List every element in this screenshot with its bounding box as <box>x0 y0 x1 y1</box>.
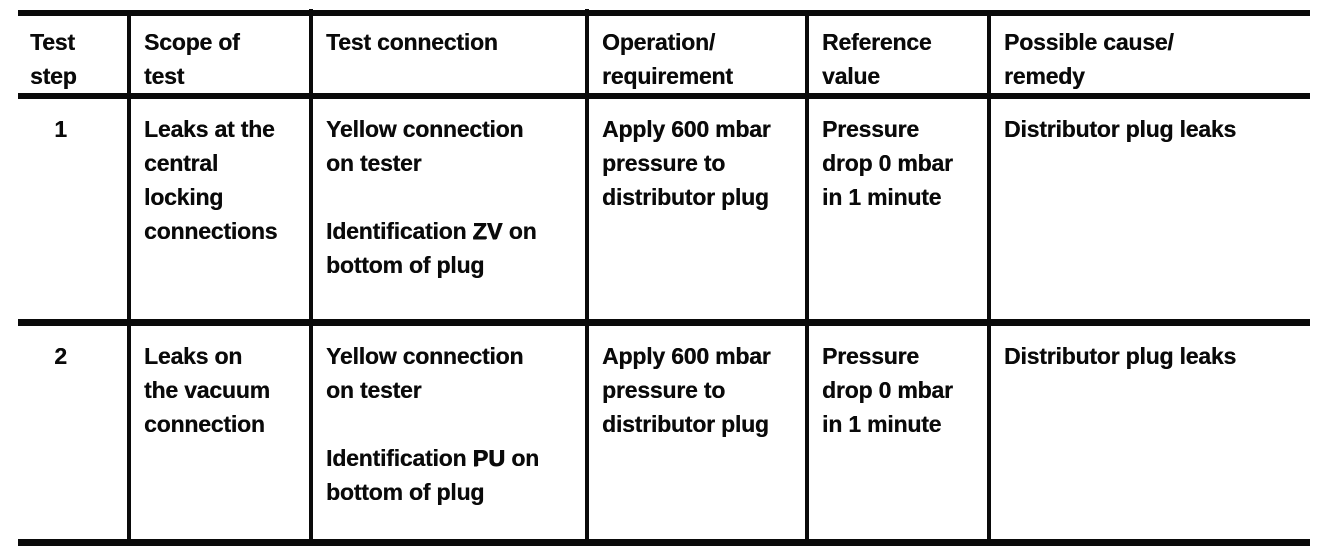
header-possible-cause-remedy: Possible cause/remedy <box>987 16 1310 99</box>
column-rule-tick <box>309 9 313 16</box>
column-rule-tick <box>805 11 809 16</box>
plug-code: ZV <box>472 218 503 244</box>
cell-possible-cause-remedy: Distributor plug leaks <box>987 99 1310 326</box>
header-operation-requirement: Operation/requirement <box>585 16 805 99</box>
identification-paragraph: Identification PU on bottom of plug <box>326 445 539 505</box>
header-test-connection: Test connection <box>309 16 585 99</box>
column-rule-tick <box>585 9 589 16</box>
cell-test-step: 2 <box>54 343 67 369</box>
column-rule-tick <box>127 12 131 16</box>
plug-code: PU <box>472 445 506 471</box>
column-rule-tick <box>987 11 991 16</box>
identification-paragraph: Identification ZV on bottom of plug <box>326 218 537 278</box>
cell-test-step: 1 <box>18 99 127 326</box>
cell-possible-cause-remedy: Distributor plug leaks <box>987 326 1310 539</box>
